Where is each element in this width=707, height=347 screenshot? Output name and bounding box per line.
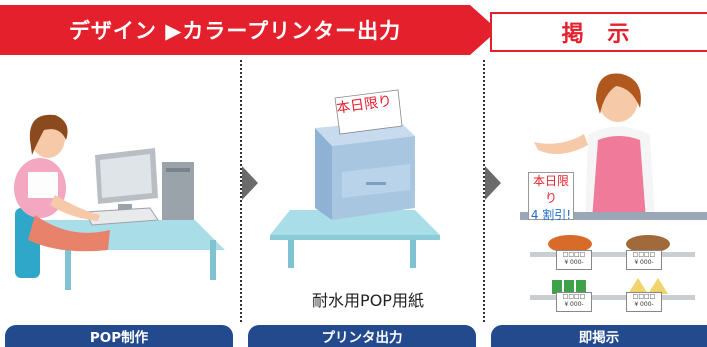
shop-display-illustration	[520, 73, 707, 300]
price-tag: □□□□ ¥ 000-	[626, 250, 662, 270]
process-banner	[0, 5, 498, 55]
price-tag: □□□□ ¥ 000-	[556, 250, 592, 270]
price-tag: □□□□ ¥ 000-	[556, 292, 592, 312]
process-banner-title: デザイン ▶カラープリンター出力	[68, 19, 402, 43]
price-tag-price: ¥ 000-	[634, 259, 654, 266]
step-label-instant-display: 即掲示	[491, 325, 707, 347]
pop-sign-line2: 4 割引!	[530, 208, 572, 222]
price-tag-price: ¥ 000-	[634, 301, 654, 308]
pop-sign: 本日限り 4 割引!	[528, 172, 574, 222]
pop-design-illustration	[14, 114, 225, 290]
chevron-right-icon	[242, 166, 258, 200]
price-tag-price: ¥ 000-	[564, 301, 584, 308]
price-tag-boxes: □□□□	[562, 293, 586, 300]
divider-right	[483, 60, 485, 322]
pop-sign-line1: 本日限り	[532, 174, 569, 205]
price-tag-price: ¥ 000-	[564, 259, 584, 266]
chevron-right-icon	[485, 166, 501, 200]
divider-left	[240, 60, 242, 322]
paper-caption: 耐水用POP用紙	[312, 291, 424, 310]
step-label-pop-creation: POP制作	[5, 325, 233, 347]
step-label-printer-output: プリンタ出力	[248, 325, 476, 347]
price-tag: □□□□ ¥ 000-	[626, 292, 662, 312]
price-tag-boxes: □□□□	[562, 251, 586, 258]
printer-illustration	[270, 89, 440, 268]
notice-banner-title: 掲 示	[490, 12, 707, 52]
price-tag-boxes: □□□□	[632, 251, 656, 258]
price-tag-boxes: □□□□	[632, 293, 656, 300]
